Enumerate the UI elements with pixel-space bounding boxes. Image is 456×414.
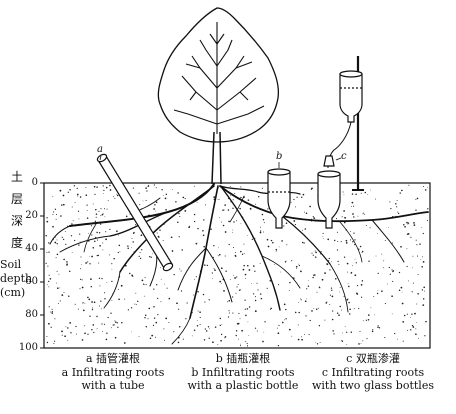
depth-tick-80: 80 bbox=[25, 309, 38, 320]
soil-depth-label-cn-1: 土 bbox=[10, 170, 23, 184]
depth-tick-60: 60 bbox=[25, 276, 38, 287]
soil-depth-label-en-3: (cm) bbox=[0, 286, 26, 299]
depth-tick-40: 40 bbox=[25, 243, 38, 254]
marker-b: b bbox=[276, 151, 283, 162]
glass-bottles-apparatus bbox=[317, 56, 364, 229]
caption-method-c: c 双瓶渗灌 c Infiltrating roots with two gla… bbox=[298, 352, 448, 393]
depth-axis bbox=[40, 182, 45, 349]
depth-tick-20: 20 bbox=[25, 210, 38, 221]
plastic-bottle-apparatus bbox=[267, 168, 291, 229]
depth-tick-0: 0 bbox=[31, 177, 38, 188]
caption-b-cn: b 插瓶灌根 bbox=[215, 352, 271, 365]
soil-depth-label-cn-2: 层 bbox=[10, 192, 23, 206]
soil-depth-label-cn-4: 度 bbox=[10, 236, 23, 250]
caption-c-en-line1: c Infiltrating roots bbox=[321, 365, 425, 379]
marker-c: c bbox=[341, 151, 347, 162]
tube-apparatus bbox=[96, 153, 174, 272]
soil-depth-label-en-1: Soil bbox=[0, 258, 22, 271]
soil-depth-label-cn-3: 深 bbox=[10, 214, 23, 228]
depth-tick-100: 100 bbox=[18, 342, 38, 353]
caption-a-en-line1: a Infiltrating roots bbox=[61, 365, 165, 379]
caption-a-en-line2: with a tube bbox=[81, 379, 145, 392]
soil-depth-label-en-2: depth bbox=[0, 272, 33, 285]
caption-c-cn: c 双瓶渗灌 bbox=[346, 352, 400, 365]
caption-b-en-line1: b Infiltrating roots bbox=[191, 365, 295, 379]
caption-c-en-line2: with two glass bottles bbox=[312, 379, 434, 392]
caption-method-b: b 插瓶灌根 b Infiltrating roots with a plast… bbox=[168, 352, 318, 393]
caption-b-en-line2: with a plastic bottle bbox=[187, 379, 299, 392]
marker-a: a bbox=[97, 144, 103, 155]
caption-a-cn: a 插管灌根 bbox=[85, 352, 141, 365]
caption-method-a: a 插管灌根 a Infiltrating roots with a tube bbox=[38, 352, 188, 393]
tree-crown bbox=[157, 7, 280, 143]
marker-leaders bbox=[99, 155, 342, 168]
tree-branches bbox=[173, 22, 265, 134]
tree-trunk bbox=[211, 131, 222, 185]
